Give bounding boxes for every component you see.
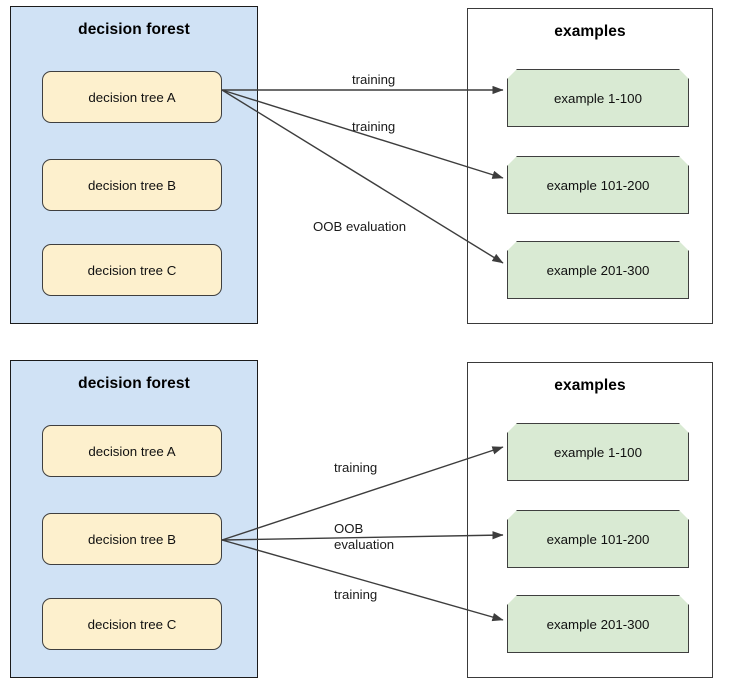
example-node-1-label: example 1-100 bbox=[554, 90, 642, 106]
example-node-2-label: example 101-200 bbox=[546, 177, 650, 193]
examples-panel-2: examples example 1-100 example 101-200 e… bbox=[467, 362, 713, 678]
edge-label-training-4: training bbox=[334, 587, 378, 602]
example-node-3-2[interactable]: example 201-300 bbox=[507, 595, 689, 653]
edge-label-training-2: training bbox=[352, 119, 396, 134]
example-node-2-2-label: example 101-200 bbox=[546, 531, 650, 547]
examples-panel: examples example 1-100 example 101-200 e… bbox=[467, 8, 713, 324]
examples-title: examples bbox=[554, 23, 626, 40]
diagram-panel-bottom: decision forest decision tree A decision… bbox=[0, 354, 737, 684]
edge-tree-a-to-example-3 bbox=[221, 89, 504, 264]
example-node-2[interactable]: example 101-200 bbox=[507, 156, 689, 214]
tree-node-a-2[interactable]: decision tree A bbox=[42, 425, 222, 477]
edge-label-oob-line-2: evaluation bbox=[334, 536, 395, 552]
tree-node-c-2[interactable]: decision tree C bbox=[42, 598, 222, 650]
tree-node-b-label: decision tree B bbox=[88, 177, 176, 193]
edge-label-training-3: training bbox=[334, 460, 378, 475]
tree-node-a-label: decision tree A bbox=[88, 89, 176, 105]
tree-node-b[interactable]: decision tree B bbox=[42, 159, 222, 211]
example-node-3-label: example 201-300 bbox=[546, 262, 650, 278]
decision-forest-title: decision forest bbox=[78, 21, 190, 38]
edge-label-oob-evaluation: OOB evaluation bbox=[313, 219, 407, 234]
example-node-2-2[interactable]: example 101-200 bbox=[507, 510, 689, 568]
decision-forest-title-2: decision forest bbox=[78, 375, 190, 392]
tree-node-c[interactable]: decision tree C bbox=[42, 244, 222, 296]
tree-node-c-2-label: decision tree C bbox=[87, 616, 177, 632]
example-node-1[interactable]: example 1-100 bbox=[507, 69, 689, 127]
diagram-panel-top: decision forest decision tree A decision… bbox=[0, 0, 737, 330]
edge-label-oob-line-1: OOB bbox=[334, 521, 364, 536]
example-node-1-2[interactable]: example 1-100 bbox=[507, 423, 689, 481]
decision-forest-panel: decision forest decision tree A decision… bbox=[10, 6, 258, 324]
example-node-3-2-label: example 201-300 bbox=[546, 616, 650, 632]
tree-node-a[interactable]: decision tree A bbox=[42, 71, 222, 123]
tree-node-c-label: decision tree C bbox=[87, 262, 177, 278]
tree-node-b-2-label: decision tree B bbox=[88, 531, 176, 547]
decision-forest-panel-2: decision forest decision tree A decision… bbox=[10, 360, 258, 678]
tree-node-b-2[interactable]: decision tree B bbox=[42, 513, 222, 565]
examples-title-2: examples bbox=[554, 377, 626, 394]
example-node-1-2-label: example 1-100 bbox=[554, 444, 642, 460]
example-node-3[interactable]: example 201-300 bbox=[507, 241, 689, 299]
tree-node-a-2-label: decision tree A bbox=[88, 443, 176, 459]
edge-label-training-1: training bbox=[352, 72, 396, 87]
